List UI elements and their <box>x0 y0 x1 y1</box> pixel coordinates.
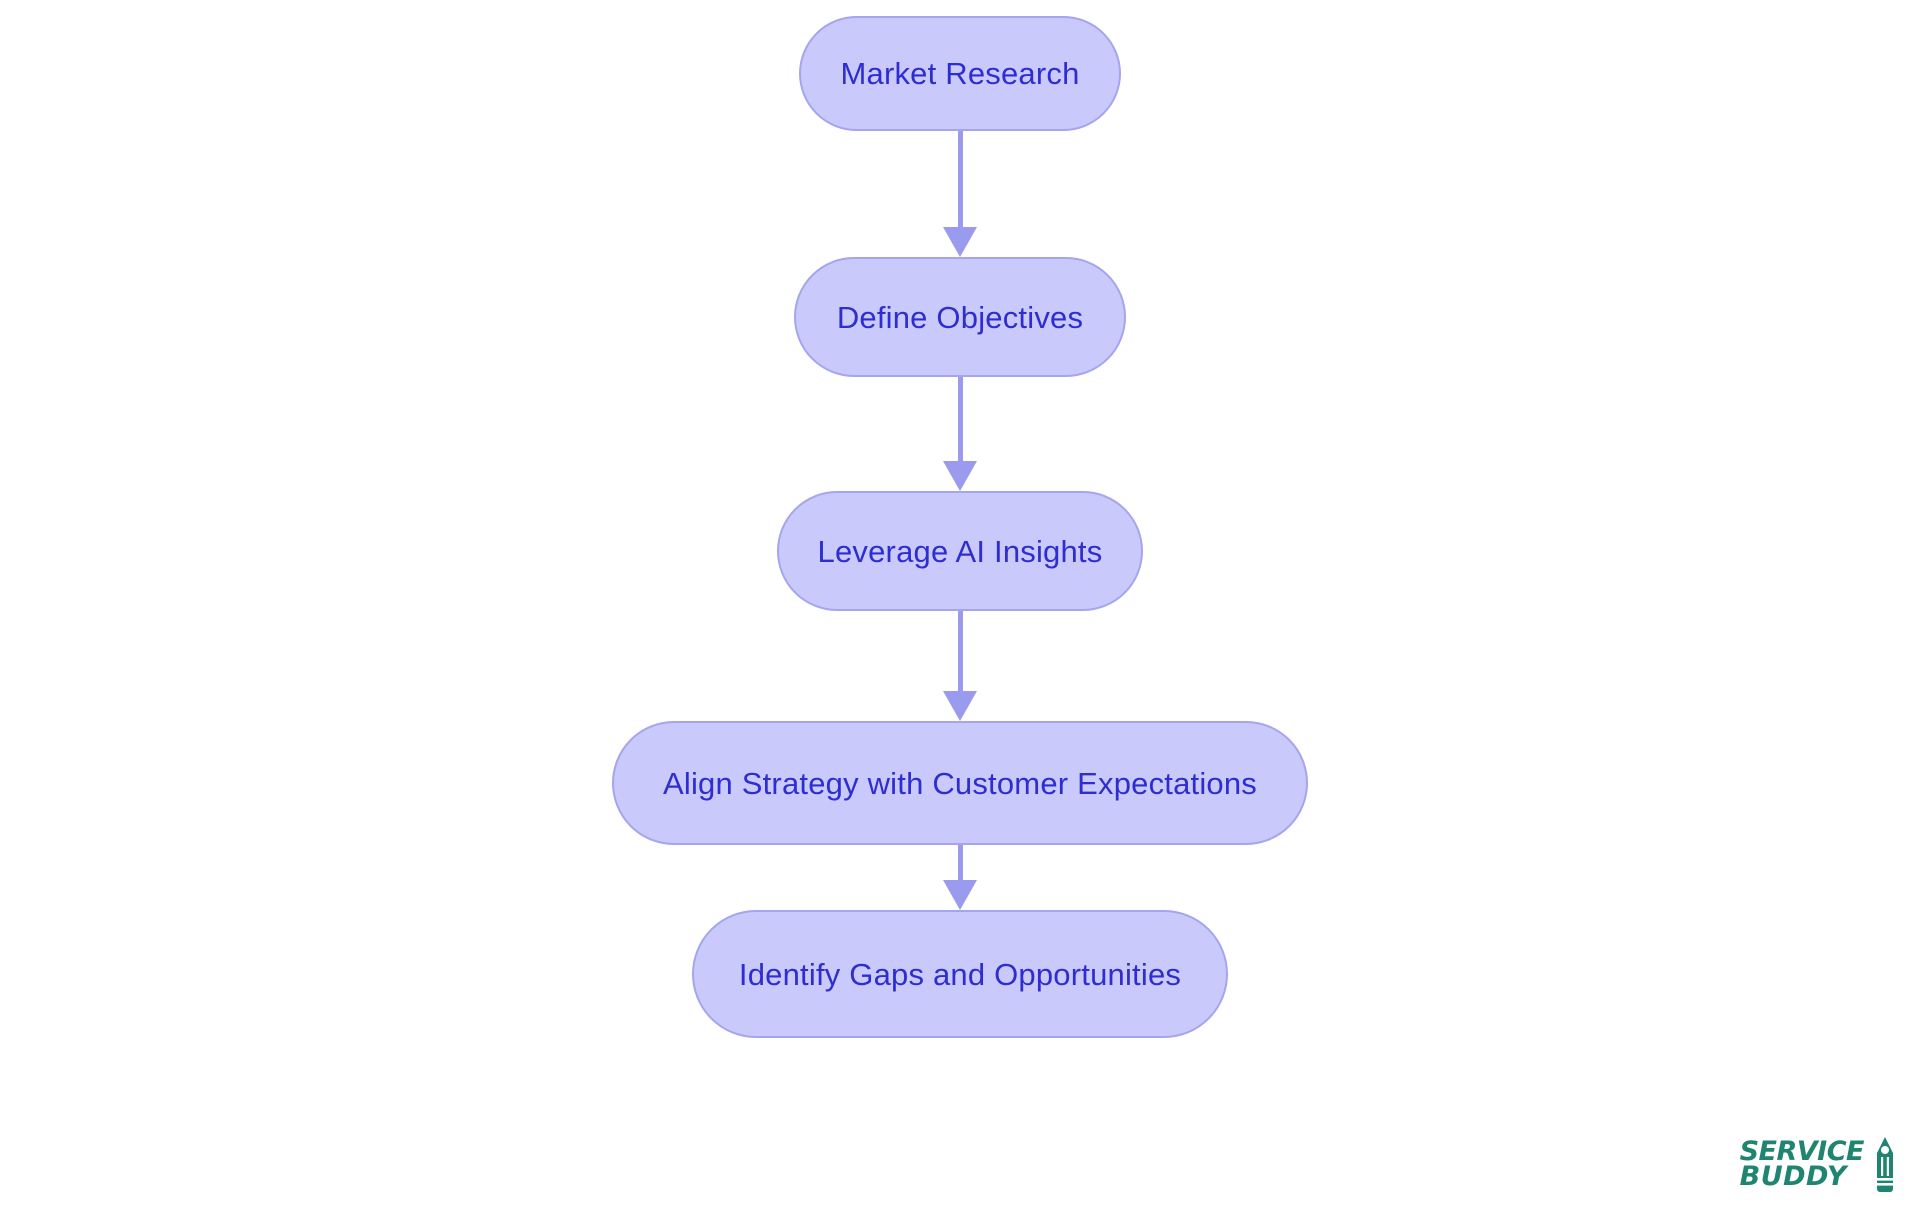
arrow-down-icon <box>943 880 977 910</box>
arrow-down-icon <box>943 461 977 491</box>
flow-node-market-research[interactable]: Market Research <box>799 16 1121 131</box>
flow-node-define-objectives[interactable]: Define Objectives <box>794 257 1126 377</box>
connector-line <box>957 377 963 462</box>
flow-node-label: Leverage AI Insights <box>817 533 1103 569</box>
flow-node-label: Define Objectives <box>836 299 1084 335</box>
flow-connector-align-strategy-to-identify-gaps <box>940 845 980 910</box>
brand-logo: SERVICE BUDDY <box>1740 1137 1896 1193</box>
arrow-down-icon <box>943 691 977 721</box>
flow-node-label: Market Research <box>840 56 1080 91</box>
flowchart-node-column: Market Research Define Objectives Levera… <box>612 16 1308 1038</box>
flow-connector-leverage-ai-insights-to-align-strategy <box>940 611 980 721</box>
flow-connector-define-objectives-to-leverage-ai-insights <box>940 377 980 491</box>
flow-node-align-strategy[interactable]: Align Strategy with Customer Expectation… <box>612 721 1308 845</box>
brand-wordmark-line-1: SERVICE <box>1739 1136 1865 1168</box>
flow-node-label: Identify Gaps and Opportunities <box>738 956 1182 992</box>
brand-wordmark-line-2: BUDDY <box>1739 1161 1847 1192</box>
flow-node-identify-gaps[interactable]: Identify Gaps and Opportunities <box>692 910 1228 1038</box>
arrow-down-icon <box>943 227 977 257</box>
flow-node-leverage-ai-insights[interactable]: Leverage AI Insights <box>777 491 1143 611</box>
connector-line <box>957 131 963 228</box>
connector-line <box>957 611 963 692</box>
connector-line <box>957 845 963 881</box>
brand-wordmark: SERVICE BUDDY <box>1739 1136 1865 1192</box>
flow-node-label: Align Strategy with Customer Expectation… <box>662 765 1258 801</box>
flow-connector-market-research-to-define-objectives <box>940 131 980 257</box>
pencil-icon <box>1877 1137 1893 1192</box>
